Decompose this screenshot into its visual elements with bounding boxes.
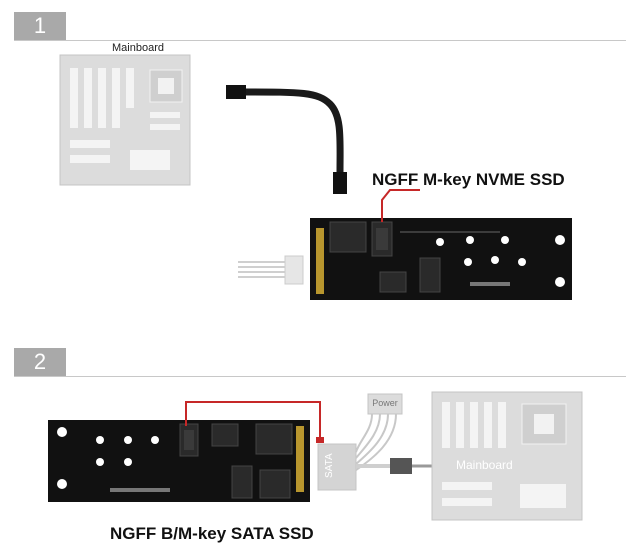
adapter-board-2 <box>48 420 310 502</box>
data-cable-1 <box>226 85 347 194</box>
mainboard-2-illustration <box>432 392 582 520</box>
mainboard-1-illustration <box>60 55 190 185</box>
mainboard-1-label: Mainboard <box>112 42 164 54</box>
sata-label: SATA <box>324 453 335 478</box>
power-label: Power <box>368 398 402 408</box>
nvme-ssd-label: NGFF M-key NVME SSD <box>372 170 565 190</box>
pointer-line-1 <box>382 190 420 222</box>
sata-ssd-label: NGFF B/M-key SATA SSD <box>110 524 314 544</box>
adapter-board-1 <box>310 218 572 300</box>
data-cable-2 <box>356 458 432 474</box>
power-cable-1 <box>238 256 303 284</box>
mainboard-2-label: Mainboard <box>456 458 513 472</box>
pointer-end-2 <box>316 437 324 443</box>
